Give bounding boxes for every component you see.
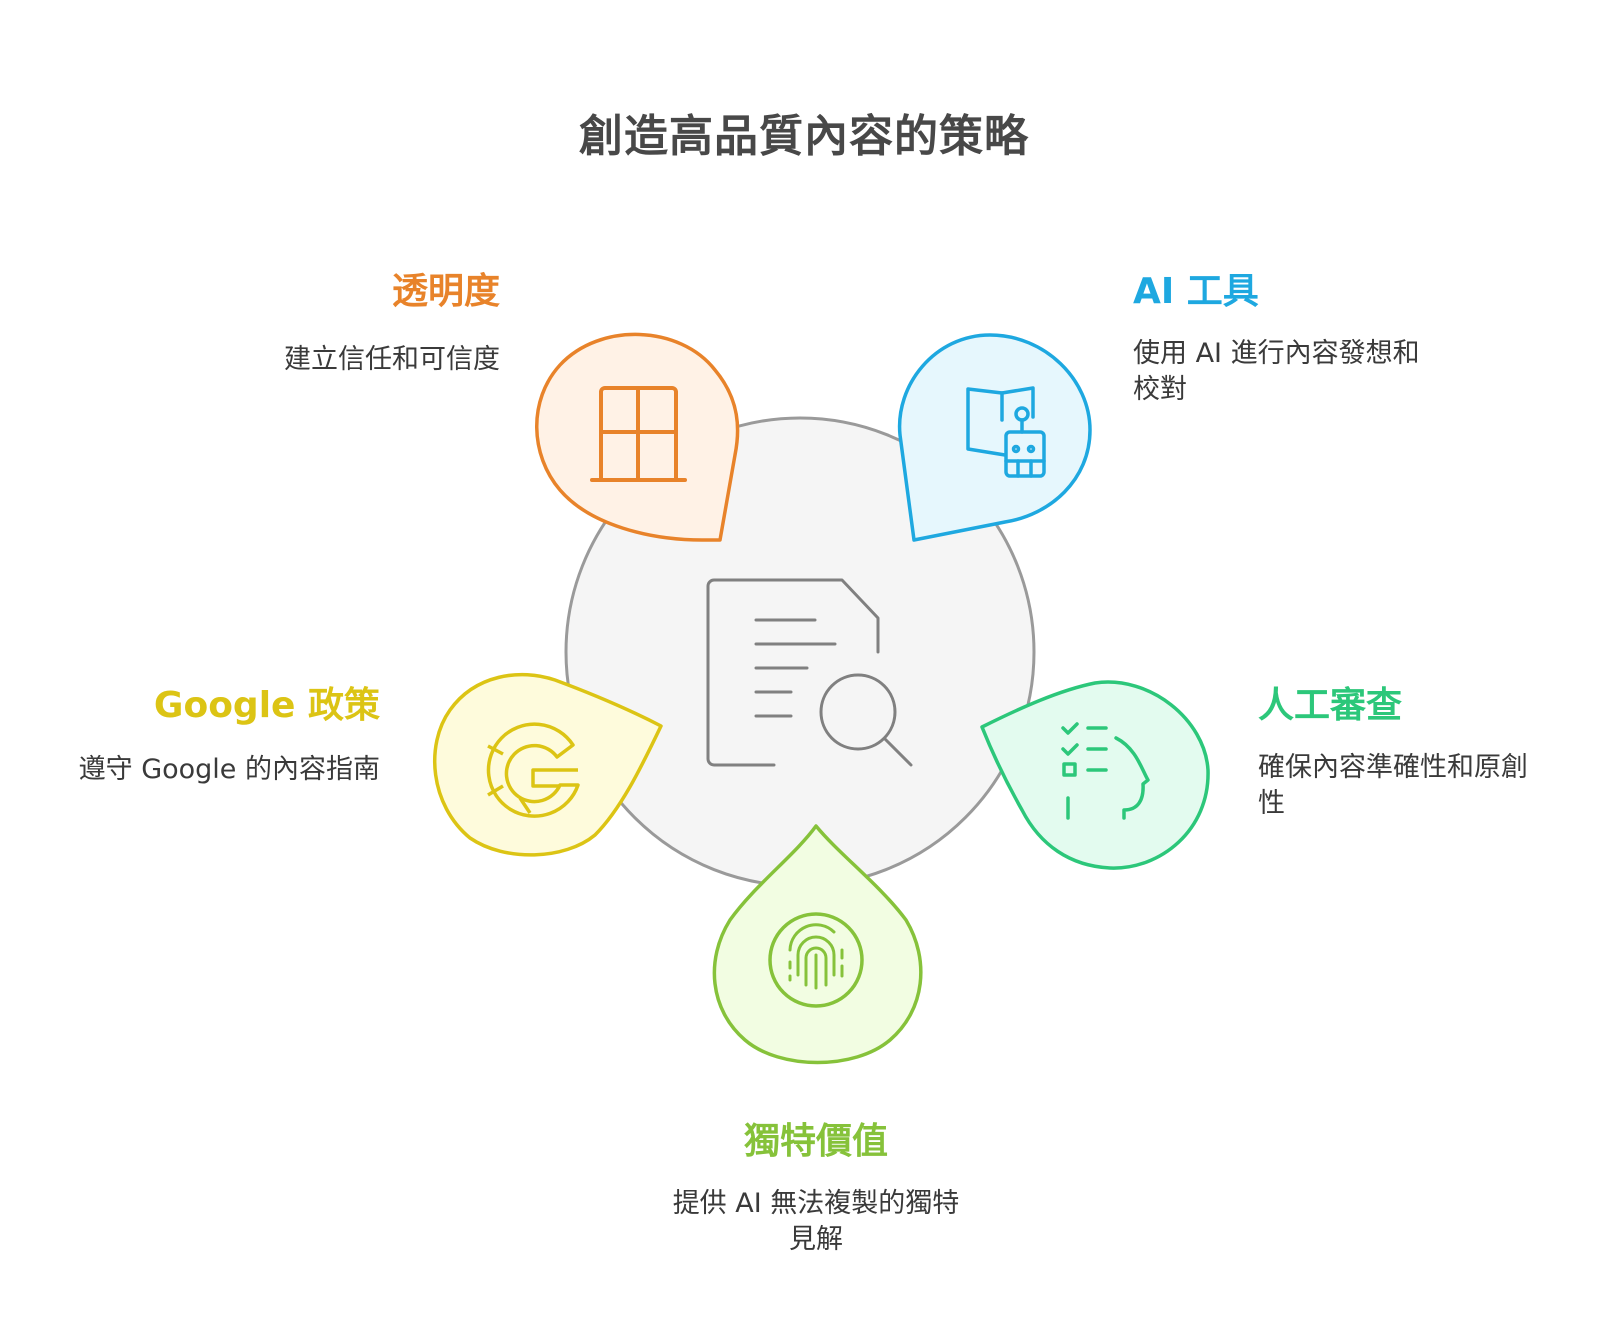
marker-ai-tools <box>897 333 1092 542</box>
desc-unique-value-line-1: 提供 AI 無法複製的獨特 <box>672 1188 960 1219</box>
google-g-icon <box>486 722 580 818</box>
book-robot-icon <box>966 386 1046 478</box>
desc-ai-tools: 使用 AI 進行內容發想和 校對 <box>1133 336 1420 408</box>
desc-google-policy: 遵守 Google 的內容指南 <box>78 754 380 785</box>
desc-human-review-line-1: 確保內容準確性和原創 <box>1258 752 1528 783</box>
label-human-review: 人工審查 <box>1258 685 1403 726</box>
desc-unique-value: 提供 AI 無法複製的獨特 見解 <box>566 1186 1066 1258</box>
label-google-policy: Google 政策 <box>153 685 380 726</box>
desc-transparency: 建立信任和可信度 <box>284 344 500 375</box>
fingerprint-icon <box>788 923 844 990</box>
label-transparency: 透明度 <box>391 271 500 312</box>
marker-transparency <box>535 332 740 542</box>
label-ai-tools: AI 工具 <box>1133 271 1259 312</box>
fingerprint-ring <box>768 912 864 1008</box>
document-search-icon <box>706 578 913 767</box>
desc-unique-value-line-2: 見解 <box>789 1224 843 1255</box>
desc-human-review-line-2: 性 <box>1258 788 1285 819</box>
marker-unique-value <box>712 824 923 1065</box>
desc-human-review: 確保內容準確性和原創 性 <box>1258 750 1528 822</box>
diagram-title: 創造高品質內容的策略 <box>579 111 1029 162</box>
desc-ai-tools-line-1: 使用 AI 進行內容發想和 <box>1133 338 1420 369</box>
window-icon <box>590 386 687 482</box>
marker-google-policy <box>433 672 663 857</box>
marker-human-review <box>980 680 1210 870</box>
desc-ai-tools-line-2: 校對 <box>1133 374 1187 405</box>
label-unique-value: 獨特價值 <box>743 1121 888 1162</box>
checklist-head-icon <box>1061 722 1150 820</box>
